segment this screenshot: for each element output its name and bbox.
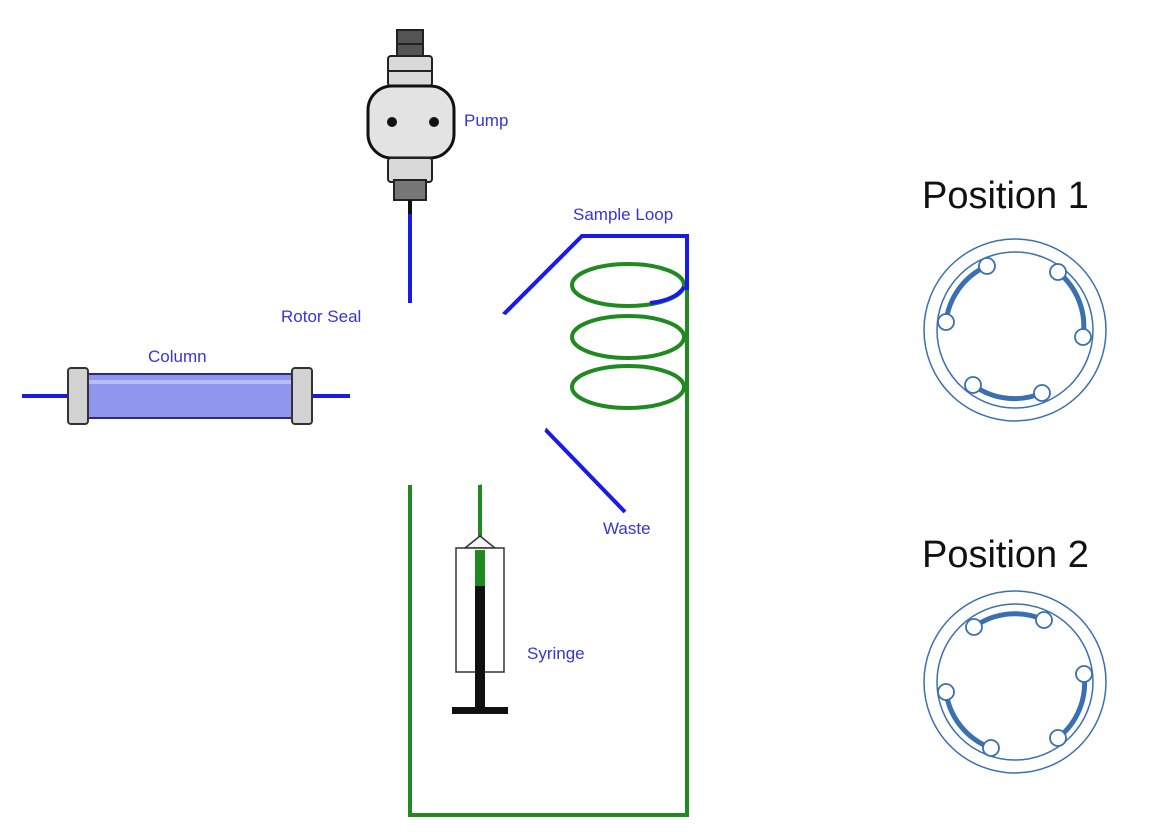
valve-port (1075, 665, 1093, 683)
pump-icon (366, 29, 456, 214)
pump-head (366, 84, 456, 160)
syringe-label: Syringe (527, 644, 585, 663)
column (67, 367, 313, 425)
valve-port (1049, 263, 1067, 281)
waste-label: Waste (603, 519, 651, 538)
valve-port (1035, 611, 1053, 629)
green-loop-circuit (408, 290, 689, 817)
valve-inner-ring (936, 251, 1094, 409)
valve-port (965, 618, 983, 636)
position-2-panel: Position 2 (922, 534, 1107, 774)
loop-coil-2 (570, 314, 686, 360)
pump-lower-fitting (387, 157, 433, 183)
valve-port (982, 739, 1000, 757)
rotor-seal-label: Rotor Seal (281, 307, 361, 326)
position-1-title: Position 1 (922, 175, 1089, 217)
column-label: Column (148, 347, 207, 366)
column-fitting-right (291, 367, 313, 425)
position-1-panel: Position 1 (922, 175, 1107, 422)
green-return-line (408, 290, 689, 817)
valve-port (1049, 729, 1067, 747)
sample-loop-inlet-line (496, 234, 689, 322)
sample-loop-label: Sample Loop (573, 205, 673, 224)
sample-loop-coil (570, 262, 686, 410)
valve-port (964, 376, 982, 394)
valve-port (937, 313, 955, 331)
blue-tubing (22, 212, 689, 514)
valve-port (978, 257, 996, 275)
valve-port (1074, 328, 1092, 346)
syringe-sample (475, 550, 485, 586)
valve-inner-ring (936, 603, 1094, 761)
rotor-seal (368, 303, 552, 487)
pump-bottom-nut (393, 179, 427, 201)
syringe-plunger (475, 586, 485, 710)
syringe-icon (452, 535, 508, 714)
pump-bolt-right (429, 117, 439, 127)
pump-label: Pump (464, 111, 508, 130)
position-2-title: Position 2 (922, 534, 1089, 576)
pump-bolt-left (387, 117, 397, 127)
syringe-plunger-handle (452, 707, 508, 714)
loop-blue-segment (649, 285, 686, 305)
loop-coil-3 (570, 364, 686, 410)
waste-line (538, 422, 627, 514)
column-fitting-left (67, 367, 89, 425)
syringe-tip (462, 535, 498, 549)
loop-coil-1 (570, 262, 686, 308)
valve-port (1033, 384, 1051, 402)
valve-port (937, 683, 955, 701)
